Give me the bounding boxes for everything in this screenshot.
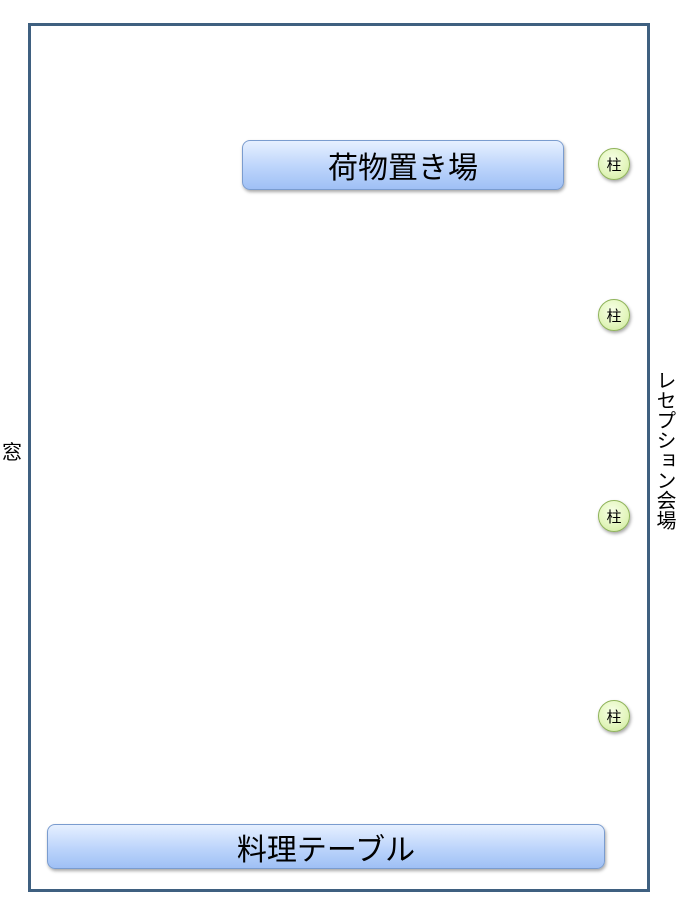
luggage-area: 荷物置き場 <box>242 140 564 190</box>
pillar-4: 柱 <box>598 700 630 732</box>
luggage-area-label: 荷物置き場 <box>328 151 478 186</box>
food-table-label: 料理テーブル <box>236 832 416 868</box>
pillar-label: 柱 <box>606 707 622 726</box>
pillar-label: 柱 <box>606 306 622 325</box>
reception-hall-label: レセプション会場 <box>653 370 677 530</box>
pillar-3: 柱 <box>598 500 630 532</box>
room-outline <box>28 23 650 892</box>
pillar-2: 柱 <box>598 299 630 331</box>
pillar-label: 柱 <box>606 507 622 526</box>
pillar-1: 柱 <box>598 148 630 180</box>
pillar-label: 柱 <box>606 155 622 174</box>
window-label: 窓 <box>2 440 22 464</box>
food-table: 料理テーブル <box>47 824 605 869</box>
